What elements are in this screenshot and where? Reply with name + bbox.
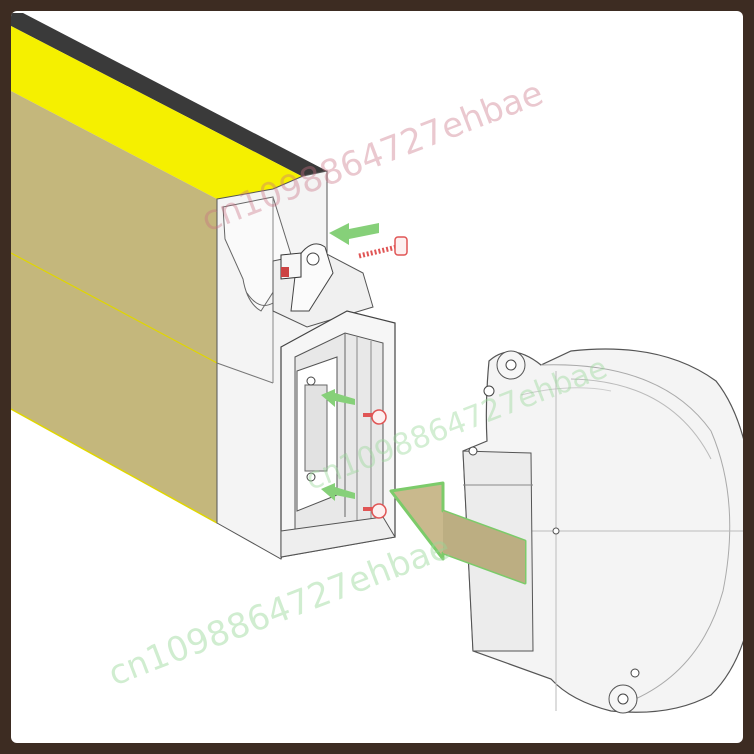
arrow-icon (329, 223, 379, 245)
screw-bottom-head (371, 503, 387, 519)
bracket-bottom-ledge (280, 516, 396, 558)
arrow-icon (321, 389, 355, 407)
duct-top-face (11, 26, 311, 199)
fan-hole-outlet (468, 446, 478, 456)
bracket-hinge-hole (306, 252, 320, 266)
duct-bottom-edge (11, 408, 218, 524)
bracket-slot (304, 384, 328, 472)
image-frame: cn1098864727ehbae cn1098864727ehbae cn10… (11, 11, 743, 743)
duct-seam (11, 252, 218, 364)
duct-end-seam (216, 362, 274, 384)
assembly-diagram (11, 13, 743, 714)
duct-top-edge (11, 13, 327, 181)
duct-side-face (11, 91, 217, 523)
fan-center-hub (552, 527, 560, 535)
screw-icon (358, 236, 408, 259)
fan-hole-left (483, 385, 495, 397)
screw-icon (363, 409, 387, 425)
fan-part (462, 348, 743, 714)
bracket-hole-upper (306, 376, 316, 386)
fan-scroll-line-3 (520, 387, 612, 396)
bracket-part (272, 243, 396, 558)
fan-scroll-line-1 (540, 364, 731, 702)
insert-arrow-shaft (443, 511, 525, 583)
screw-icon (363, 503, 387, 519)
fan-hole-bottom (630, 668, 640, 678)
arrow-icon (389, 481, 527, 585)
bracket-hole-lower (306, 472, 316, 482)
screw-top-shaft (358, 244, 398, 259)
arrow-icon (321, 483, 355, 501)
screw-top-head (394, 236, 408, 256)
fan-scroll-line-2 (570, 378, 712, 460)
clip-marker (281, 267, 289, 277)
screw-middle-head (371, 409, 387, 425)
duct-ear-curve (246, 292, 274, 306)
fan-lug-bottom-hole (617, 693, 629, 705)
fan-lug-top-hole (505, 359, 517, 371)
